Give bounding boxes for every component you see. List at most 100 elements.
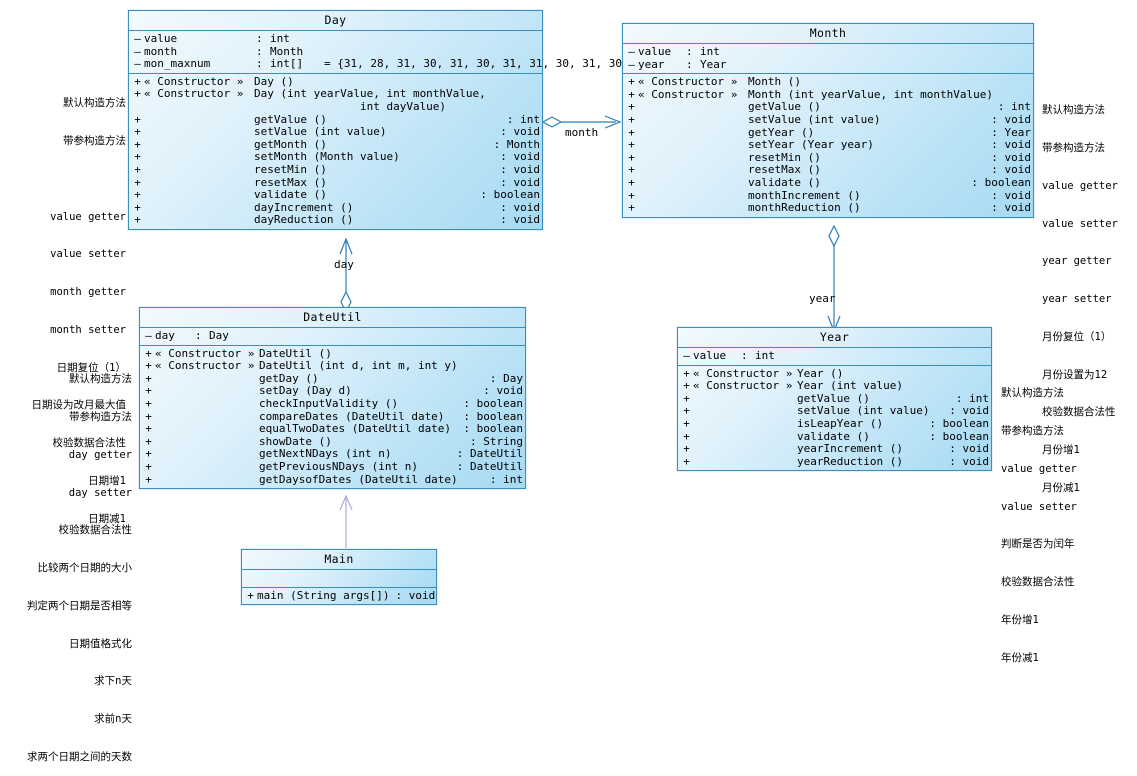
attribute-compartment-month: – value : int – year : Year [623,44,1033,75]
visibility-marker: + [145,409,152,423]
method-stereotype: « Constructor » [693,366,793,380]
method-stereotype: « Constructor » [144,87,244,101]
attribute-type: int [700,45,720,58]
relation-label-month: month [565,126,599,139]
annotation-line: 月份复位（1） [1042,330,1112,343]
visibility-marker: + [134,175,141,189]
visibility-marker: + [134,125,141,139]
method-signature: resetMin () [254,162,327,176]
attribute-name: mon_maxnum [144,57,211,71]
visibility-marker: + [145,472,152,486]
method-return-type: : boolean [463,409,523,423]
class-box-dateutil[interactable]: DateUtil – day : Day + « Constructor » D… [139,307,526,490]
method-stereotype: « Constructor » [155,359,255,373]
annotation-line: 日期增1 [88,475,126,487]
method-signature: Month () [748,75,801,89]
attribute-separator: : [256,57,263,71]
class-box-month[interactable]: Month – value : int – year : Year + « Co… [622,23,1034,218]
attribute-separator: : [686,45,693,58]
method-return-type: : boolean [480,188,540,202]
method-row: + « Constructor » Month () [623,76,1033,89]
attribute-type: Day [209,329,229,342]
attribute-row: – month : Month [129,45,542,59]
annotations-year: 默认构造方法 带参构造方法 value getter value setter … [1001,362,1137,677]
edge-month-year [827,224,841,333]
annotation-line: 月份设置为12 [1042,368,1108,381]
method-signature: getMonth () [254,137,327,151]
class-box-main[interactable]: Main + main (String args[]) : void [241,549,437,606]
method-row: + yearReduction () : void [678,455,991,469]
annotation-line: month getter [50,286,126,299]
method-stereotype: « Constructor » [638,75,738,89]
method-return-type: : void [991,188,1031,202]
relation-label-year: year [809,292,836,305]
annotation-line: 比较两个日期的大小 [37,562,133,575]
visibility-marker: + [683,366,690,380]
visibility-marker: + [145,346,152,360]
annotation-line: 年份增1 [1001,613,1039,626]
attribute-row: – value : int [678,349,991,363]
method-row: + setDay (Day d) : void [140,385,525,398]
attribute-name: value [638,45,672,58]
method-signature: setValue (int value) [748,112,881,126]
attribute-name: value [693,349,727,362]
method-row: + « Constructor » DateUtil (int d, int m… [140,360,525,373]
method-signature: getDay () [259,371,319,385]
method-row: + setValue (int value) : void [623,112,1033,127]
annotation-line: value setter [1001,500,1077,513]
annotation-line: value getter [1001,462,1077,475]
method-row: + dayReduction () : void [129,214,542,227]
annotation-line: 默认构造方法 [1001,387,1064,400]
attribute-separator: : [741,349,748,362]
method-signature: setValue (int value) [254,125,387,139]
method-row: + « Constructor » DateUtil () [140,346,525,361]
class-title-year: Year [678,328,991,348]
visibility-marker: + [683,391,690,405]
visibility-marker: + [145,384,152,398]
method-return-type: : String [470,434,523,448]
visibility-marker: + [683,404,690,418]
visibility-marker: + [683,379,690,393]
attribute-compartment-day: – value : int – month : Month – mon_maxn… [129,31,655,74]
method-return-type: : void [991,138,1031,152]
attribute-type: int [755,349,775,362]
method-signature: main (String args[]) [257,588,390,602]
annotation-line: 日期减1 [88,512,126,525]
visibility-marker: + [134,200,141,214]
class-box-day[interactable]: Day – value : int – month : Month – mon_… [128,10,655,230]
method-row: + setMonth (Month value) : void [129,151,542,164]
visibility-marker: – [134,57,141,71]
visibility-marker: + [628,188,635,202]
visibility-marker: + [628,75,635,89]
visibility-marker: + [683,442,690,456]
visibility-marker: + [134,87,141,101]
class-box-year[interactable]: Year – value : int + « Constructor » Yea… [677,327,992,472]
method-return-type: : void [991,163,1031,177]
method-row: + resetMax () : void [623,164,1033,177]
method-signature: getDaysofDates (DateUtil date) [259,472,458,486]
method-return-type: : void [949,442,989,456]
attribute-compartment-dateutil: – day : Day [140,328,525,346]
annotation-line: 默认构造方法 [63,97,126,110]
visibility-marker: – [628,57,635,71]
method-return-type: : void [949,404,989,418]
method-signature: setMonth (Month value) [254,150,400,164]
visibility-marker: + [145,359,152,373]
visibility-marker: + [683,429,690,443]
method-row: + monthReduction () : void [623,202,1033,215]
method-signature: monthReduction () [748,201,861,215]
annotation-line: 年份减1 [1001,651,1039,664]
annotation-line: 校验数据合法性 [1001,576,1075,589]
annotation-line: 日期复位（1） [56,361,126,374]
method-return-type: : void [500,200,540,214]
attribute-row: – day : Day [140,329,525,343]
method-signature: Year (int value) [797,379,903,393]
visibility-marker: + [628,112,635,126]
method-signature: resetMax () [748,163,821,177]
visibility-marker: + [145,459,152,473]
visibility-marker: – [683,349,690,362]
method-return-type: : int [489,472,523,486]
visibility-marker: + [134,112,141,126]
method-signature: equalTwoDates (DateUtil date) [259,422,452,436]
annotation-line: 月份减1 [1042,482,1080,494]
